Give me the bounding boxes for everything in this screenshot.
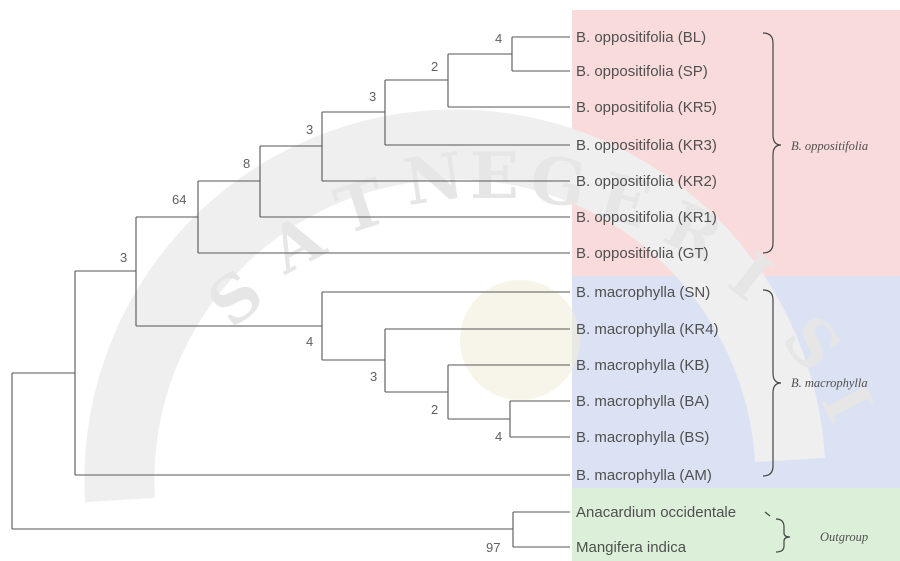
bootstrap-value: 3 — [369, 89, 376, 104]
macrophylla-brace — [762, 289, 782, 477]
bootstrap-value: 2 — [431, 59, 438, 74]
oppositifolia-brace — [762, 32, 782, 254]
taxon-label: B. oppositifolia (KR2) — [576, 173, 717, 190]
taxon-label: B. macrophylla (BA) — [576, 393, 709, 410]
watermark-letter: E — [470, 139, 519, 214]
bootstrap-values: 4 2 3 3 8 64 3 4 3 2 4 97 — [120, 31, 502, 555]
taxon-label: B. macrophylla (KR4) — [576, 321, 719, 338]
bootstrap-value: 97 — [486, 540, 500, 555]
outgroup-band — [572, 488, 900, 561]
bootstrap-value: 3 — [120, 250, 127, 265]
bootstrap-value: 4 — [306, 334, 313, 349]
bootstrap-value: 64 — [172, 192, 186, 207]
tree-branches — [11, 36, 570, 548]
branch-root — [11, 372, 513, 530]
watermark: N E G E R I S I T A S — [84, 109, 886, 503]
branch-ba-bs — [509, 400, 570, 438]
taxon-label: B. oppositifolia (KR5) — [576, 99, 717, 116]
outgroup-connector — [764, 511, 771, 517]
taxon-label: Anacardium occidentale — [576, 504, 736, 521]
taxon-label: B. oppositifolia (BL) — [576, 29, 706, 46]
taxon-label: B. oppositifolia (SP) — [576, 63, 708, 80]
group-labels: B. oppositifolia B. macrophylla Outgroup — [791, 139, 868, 544]
branch-kr5 — [447, 53, 570, 108]
branch-bl-sp — [511, 36, 570, 72]
taxon-label: B. macrophylla (KB) — [576, 357, 709, 374]
bootstrap-value: 2 — [431, 402, 438, 417]
taxon-label: B. oppositifolia (KR3) — [576, 137, 717, 154]
group-label-macrophylla: B. macrophylla — [791, 376, 868, 390]
taxon-label: B. macrophylla (SN) — [576, 284, 710, 301]
watermark-letter: G — [526, 142, 591, 224]
taxon-label: B. macrophylla (AM) — [576, 467, 712, 484]
group-braces — [762, 32, 791, 553]
watermark-letter: N — [400, 138, 468, 220]
outgroup-brace — [775, 518, 791, 553]
bootstrap-value: 4 — [495, 31, 502, 46]
watermark-emblem — [460, 280, 580, 400]
taxon-label: B. oppositifolia (KR1) — [576, 209, 717, 226]
branch-outgroup — [512, 511, 570, 548]
taxon-label: Mangifera indica — [576, 539, 687, 556]
taxon-labels: B. oppositifolia (BL) B. oppositifolia (… — [576, 29, 736, 556]
bootstrap-value: 8 — [243, 156, 250, 171]
bootstrap-value: 4 — [495, 429, 502, 444]
taxon-label: B. macrophylla (BS) — [576, 429, 709, 446]
group-label-oppositifolia: B. oppositifolia — [791, 139, 868, 153]
bootstrap-value: 3 — [306, 122, 313, 137]
group-label-outgroup: Outgroup — [820, 530, 868, 544]
bootstrap-value: 3 — [370, 369, 377, 384]
taxon-label: B. oppositifolia (GT) — [576, 245, 709, 262]
